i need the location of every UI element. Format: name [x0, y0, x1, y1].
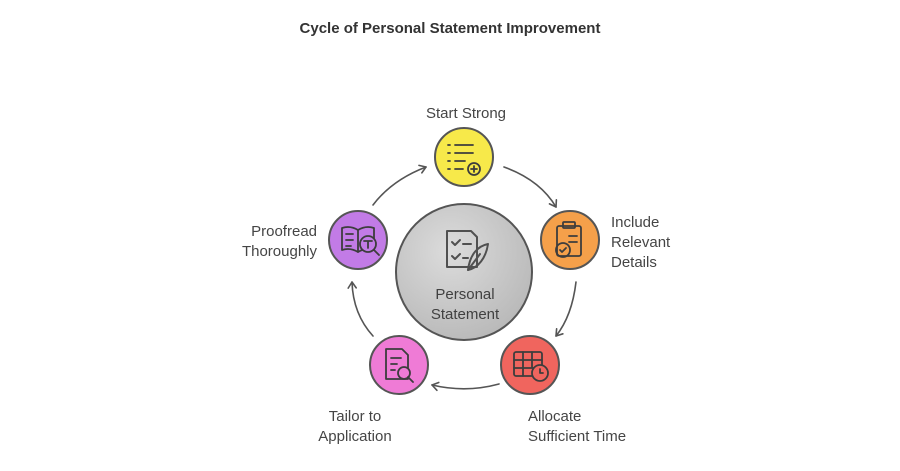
list-add-icon	[447, 144, 481, 176]
document-search-icon	[385, 348, 414, 383]
step-tailor-application	[369, 335, 429, 395]
step-label-tailor-application: Tailor to Application	[300, 407, 410, 447]
center-node	[395, 203, 533, 341]
arrow-tailor-to-proofread	[347, 281, 374, 337]
checklist-quill-icon	[446, 230, 489, 271]
step-label-line: Include	[611, 214, 660, 231]
step-proofread	[328, 210, 388, 270]
center-label-line2: Statement	[430, 306, 500, 323]
step-start-strong	[434, 127, 494, 187]
step-label-line: Thoroughly	[241, 243, 317, 260]
step-label-line: Allocate	[528, 408, 582, 425]
center-label-line1: Personal	[435, 286, 495, 303]
table-clock-icon	[513, 351, 549, 382]
cycle-arrows	[347, 164, 577, 392]
step-label-line: Start Strong	[425, 105, 507, 122]
step-label-line: Application	[318, 428, 392, 445]
arrow-proofread-to-start	[372, 164, 427, 206]
step-label-include-details: Include Relevant Details	[611, 213, 731, 273]
diagram-title: Cycle of Personal Statement Improvement	[299, 20, 601, 37]
step-label-line: Sufficient Time	[528, 428, 627, 445]
center-label: Personal Statement	[390, 285, 540, 325]
step-allocate-time	[500, 335, 560, 395]
step-label-allocate-time: Allocate Sufficient Time	[528, 407, 658, 447]
arrow-allocate-to-tailor	[431, 381, 500, 392]
step-label-start-strong: Start Strong	[416, 104, 516, 124]
step-include-details	[540, 210, 600, 270]
step-label-line: Relevant	[611, 234, 671, 251]
arrow-start-to-include	[503, 166, 558, 208]
step-label-line: Proofread	[251, 223, 317, 240]
arrow-include-to-allocate	[555, 281, 577, 337]
book-text-search-icon	[341, 226, 380, 256]
step-label-line: Tailor to	[328, 408, 382, 425]
step-label-line: Details	[611, 254, 657, 271]
step-label-proofread: Proofread Thoroughly	[200, 222, 317, 262]
clipboard-check-icon	[555, 221, 582, 258]
